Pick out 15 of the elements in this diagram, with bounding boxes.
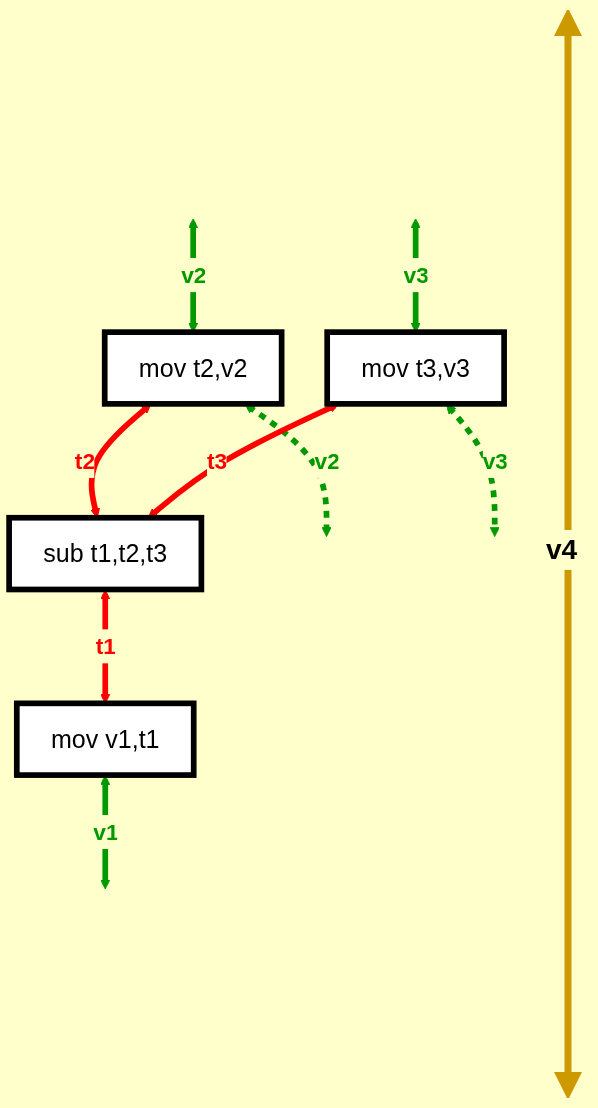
arrow <box>446 404 500 538</box>
edge-label: v3 <box>482 448 508 474</box>
node-box: mov t3,v3 <box>324 329 507 408</box>
node-box: mov v1,t1 <box>13 700 197 779</box>
edge-label: v2 <box>181 263 207 289</box>
edge-label: t3 <box>206 448 227 474</box>
edge-label: v3 <box>403 263 429 289</box>
node-box: mov t2,v2 <box>101 329 285 408</box>
node-box: sub t1,t2,t3 <box>6 515 205 593</box>
edge-label: t1 <box>95 634 116 660</box>
arrow <box>244 404 332 538</box>
edge-label: v2 <box>314 448 340 474</box>
edge-label: v1 <box>93 819 119 845</box>
edge-label: t2 <box>74 448 95 474</box>
line-label: v4 <box>546 530 578 570</box>
